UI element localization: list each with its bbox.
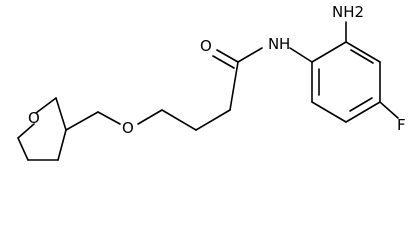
bond-carbonyl-c-n [237, 47, 263, 63]
thf-ring [17, 97, 67, 161]
amide-h-label: H [279, 35, 290, 53]
amide-n-label: N [268, 35, 279, 53]
bond-c2-ch2 [65, 111, 99, 131]
bond-n-aryl [289, 47, 313, 63]
bond-ring-o-c2 [35, 97, 57, 114]
bond-co-1 [216, 49, 239, 63]
benzene-ring [311, 41, 381, 123]
bond-ring-o-c5 [17, 123, 35, 139]
bond-ring-c2-up [55, 97, 67, 131]
bond-ar-inner-2 [349, 97, 373, 112]
molecule-diagram: O O O N H NH2 F [17, 3, 406, 161]
bond-ar-2 [345, 41, 381, 63]
bond-ring-c3-c2 [57, 129, 67, 161]
bond-ar-1 [311, 41, 347, 63]
bond-chain-2 [195, 109, 231, 131]
bond-ar-4 [345, 101, 381, 123]
amine-label: NH2 [332, 3, 364, 21]
carbonyl-bond [212, 49, 239, 69]
bond-ar-f [379, 101, 399, 119]
bond-oether-c [137, 109, 163, 125]
ring-oxygen-label: O [28, 109, 40, 127]
bond-chain-3 [229, 61, 239, 111]
ether-oxygen-label: O [122, 119, 134, 137]
bond-ar-inner-1 [350, 49, 374, 64]
ether-chain [65, 47, 263, 131]
bond-ch2-oether [97, 111, 121, 125]
bond-ar-5 [311, 101, 347, 123]
bond-chain-1 [161, 109, 197, 131]
amide-oxygen-label: O [200, 37, 212, 55]
bond-ring-c5-c4 [17, 137, 29, 161]
bond-co-2 [212, 55, 235, 69]
fluorine-label: F [397, 116, 406, 134]
